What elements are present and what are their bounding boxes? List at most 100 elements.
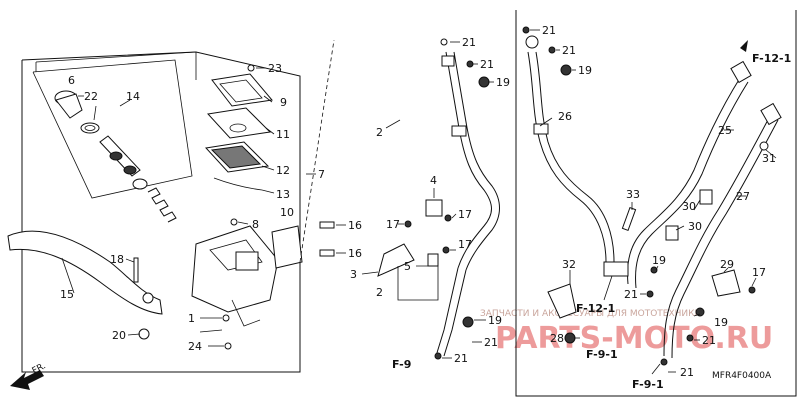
callout-21-g: 21: [624, 288, 638, 301]
callout-10: 10: [280, 206, 294, 219]
bolt-17-b: [444, 214, 452, 222]
bolt-21-e: [646, 290, 654, 298]
callout-5: 5: [404, 260, 411, 273]
brake-hose-upper: [445, 51, 500, 271]
callout-20: 20: [112, 329, 126, 342]
joint-4: [425, 199, 443, 217]
abs-hose-group-outline: [515, 10, 797, 397]
hose-25: [627, 77, 749, 289]
diaphragm-plate: [207, 107, 272, 139]
reservoir-cap: [211, 73, 273, 107]
watermark-text: ЗАПЧАСТИ И АКСЕССУАРЫ ДЛЯ МОТОТЕХНИКИ: [480, 309, 701, 319]
banjo-right: [525, 35, 539, 49]
bolt-21-right: [522, 26, 530, 34]
callout-29: 29: [720, 258, 734, 271]
callout-16-b: 16: [348, 247, 362, 260]
callout-28: 28: [550, 332, 564, 345]
bolt-24: [224, 342, 232, 350]
hose-banjo-top: [441, 55, 455, 67]
arrow-up-icon: [740, 40, 748, 52]
piston-assembly: [99, 135, 148, 190]
callout-21-b: 21: [480, 58, 494, 71]
callout-21-f: 21: [562, 44, 576, 57]
hose-26: [527, 51, 615, 263]
brake-lever: [7, 230, 163, 315]
callout-19-e: 19: [714, 316, 728, 329]
watermark-brand: PARTS-MOTO.RU: [495, 321, 773, 356]
callout-2-top: 2: [376, 126, 383, 139]
callout-21-i: 21: [680, 366, 694, 379]
front-arrow-icon: [10, 370, 44, 390]
callout-3: 3: [350, 268, 357, 281]
brake-hose-lower: [435, 267, 467, 357]
callout-31: 31: [762, 152, 776, 165]
bolt-21-f: [686, 334, 694, 342]
master-cylinder-group-outline: [21, 51, 301, 373]
ref-f-9-1-a: F-9-1: [586, 348, 618, 361]
bolt-17-c: [442, 246, 450, 254]
callout-17-d: 17: [752, 266, 766, 279]
callout-19-a: 19: [496, 76, 510, 89]
callout-23: 23: [268, 62, 282, 75]
callout-4: 4: [430, 174, 437, 187]
hose-27: [663, 115, 779, 359]
callout-26: 26: [558, 110, 572, 123]
holder-clamp: [271, 225, 303, 269]
callout-33: 33: [626, 188, 640, 201]
bolt-16-a: [319, 221, 335, 229]
callout-27: 27: [736, 190, 750, 203]
switch-screw: [222, 314, 230, 322]
hose-27-fitting: [760, 102, 782, 126]
bolt-17-a: [404, 220, 412, 228]
bracket-29: [711, 269, 741, 297]
bolt-21-right-b: [548, 46, 556, 54]
front-label: FR.: [31, 361, 48, 376]
piston-boot: [54, 90, 83, 119]
callout-14: 14: [126, 90, 140, 103]
ref-f-12-1-mid: F-12-1: [576, 302, 615, 315]
bolt-21-g: [660, 358, 668, 366]
callout-21-d: 21: [454, 352, 468, 365]
piston-spring: [147, 187, 177, 223]
bolt-31: [759, 141, 769, 151]
clip-30-b: [665, 225, 679, 241]
callout-15: 15: [60, 288, 74, 301]
callout-16-a: 16: [348, 219, 362, 232]
bolt-16-b: [319, 249, 335, 257]
callout-22: 22: [84, 90, 98, 103]
ref-f-9-1-b: F-9-1: [632, 378, 664, 391]
bolt-19-e: [695, 307, 705, 317]
ref-f-12-1-top: F-12-1: [752, 52, 791, 65]
callout-30-b: 30: [688, 220, 702, 233]
bracket-32: [547, 283, 577, 319]
diagram-code: MFR4F0400A: [712, 371, 772, 381]
callout-21-h: 21: [702, 334, 716, 347]
callout-21-e: 21: [542, 24, 556, 37]
hose-top-fitting: [440, 38, 448, 46]
bolt-17-d: [748, 286, 756, 294]
piston-kit-bracket: [35, 51, 197, 80]
callout-9: 9: [280, 96, 287, 109]
bolt-19-lower: [462, 316, 474, 328]
bolt-21-lower: [434, 352, 442, 360]
hose-clip-5: [427, 253, 439, 267]
callout-17-a: 17: [386, 218, 400, 231]
bolt-33: [621, 206, 637, 232]
bolt-19-d: [650, 266, 658, 274]
callout-11: 11: [276, 128, 290, 141]
callout-21-c: 21: [484, 336, 498, 349]
bolt-19-right: [560, 64, 572, 76]
ref-f-9: F-9: [392, 358, 411, 371]
callout-32: 32: [562, 258, 576, 271]
diaphragm: [205, 141, 270, 173]
callout-2: 2: [376, 286, 383, 299]
callout-13: 13: [276, 188, 290, 201]
callout-8: 8: [252, 218, 259, 231]
piston-kit-outline: [32, 59, 193, 199]
bolt-8: [230, 218, 238, 226]
callout-30-a: 30: [682, 200, 696, 213]
callout-17-b: 17: [458, 208, 472, 221]
bolt-28: [564, 332, 576, 344]
hose-clamp-3: [377, 243, 415, 277]
